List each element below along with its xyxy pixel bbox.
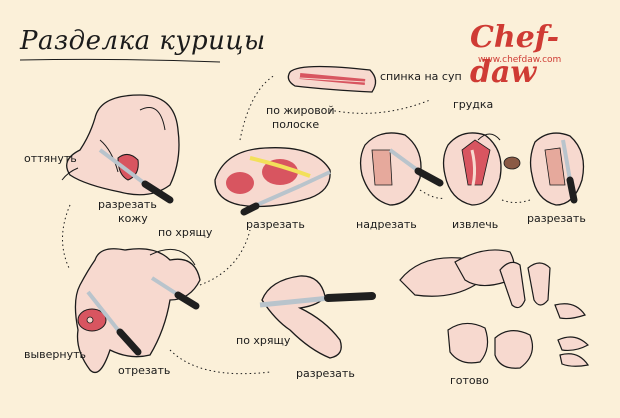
whole-chicken-illustration	[67, 95, 179, 200]
label-pull-back: оттянуть	[24, 152, 77, 165]
label-incise: надрезать	[356, 218, 417, 231]
label-along-cartilage: по хрящу	[236, 334, 290, 347]
label-cut-skin-line1: разрезать	[98, 198, 157, 211]
label-back-for-soup: спинка на суп	[380, 70, 462, 83]
label-breast: грудка	[453, 98, 493, 111]
label-along-spine-top: по хрящу	[158, 226, 212, 239]
leg-chicken-illustration	[75, 249, 200, 373]
label-cut-breast: разрезать	[527, 212, 586, 225]
knife-handle	[178, 295, 196, 306]
label-cut-skin-line2: кожу	[118, 212, 148, 225]
title-underline	[20, 59, 220, 62]
knife-handle	[244, 206, 256, 212]
knife-handle	[418, 171, 440, 183]
back-piece-illustration	[288, 66, 375, 92]
label-cut-off: отрезать	[118, 364, 170, 377]
label-extract: извлечь	[452, 218, 498, 231]
breast-extract-illustration	[444, 133, 520, 205]
finished-pieces-illustration	[400, 250, 588, 368]
label-fat-strip-line1: по жировой	[266, 104, 335, 117]
label-cut-drumstick: разрезать	[296, 367, 355, 380]
label-twist: вывернуть	[24, 348, 86, 361]
knife-handle	[328, 296, 372, 298]
thigh-fat-strip-illustration	[215, 148, 330, 212]
label-cut-thigh: разрезать	[246, 218, 305, 231]
label-fat-strip-line2: полоске	[272, 118, 319, 131]
label-done: готово	[450, 374, 489, 387]
knife-handle	[570, 180, 574, 200]
breast-cut-illustration	[531, 133, 584, 205]
